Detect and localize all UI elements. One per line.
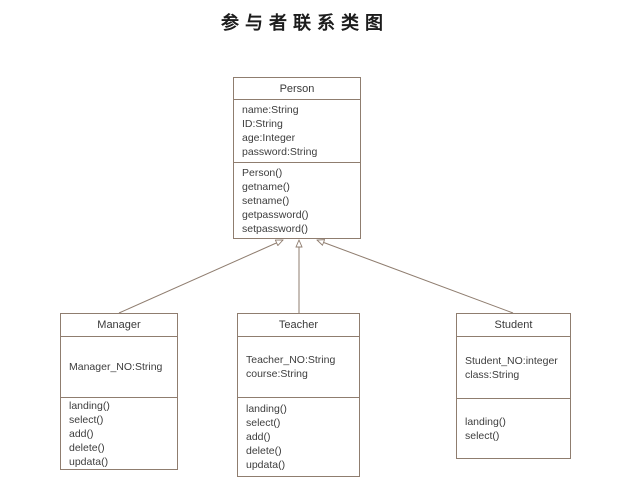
member-line: Student_NO:integer — [465, 354, 558, 367]
member-line: Teacher_NO:String — [246, 354, 336, 366]
member-line: select() — [246, 417, 281, 429]
member-line: class:String — [465, 368, 520, 381]
member-line: course:String — [246, 368, 308, 380]
member-line: Manager_NO:String — [69, 361, 163, 373]
member-line: age:Integer — [242, 132, 296, 144]
class-name: Student — [457, 314, 570, 337]
member-line: setname() — [242, 194, 290, 207]
member-line: select() — [69, 413, 104, 426]
member-line: select() — [465, 429, 500, 442]
member-line: delete() — [69, 441, 105, 454]
class-methods: Person()getname()setname()getpassword()s… — [234, 163, 360, 238]
member-line: updata() — [246, 459, 286, 471]
member-line: updata() — [69, 455, 109, 468]
class-methods: landing()select()add()delete()updata() — [61, 398, 177, 469]
class-name: Teacher — [238, 314, 359, 337]
member-line: getpassword() — [242, 208, 309, 221]
member-line: add() — [246, 431, 271, 443]
member-line: getname() — [242, 180, 290, 193]
member-line: password:String — [242, 146, 318, 158]
class-attributes: Teacher_NO:String course:String — [238, 337, 359, 398]
generalization-arrow-manager-to-person — [118, 240, 283, 314]
member-line: setpassword() — [242, 222, 308, 235]
class-name: Person — [234, 78, 360, 100]
member-line: landing() — [246, 403, 287, 415]
member-line: Person() — [242, 166, 283, 179]
member-line: name:String — [242, 104, 299, 116]
diagram-title: 参与者联系类图 — [221, 13, 389, 33]
class-box-teacher: Teacher Teacher_NO:String course:String l… — [237, 313, 360, 477]
class-box-manager: Manager Manager_NO:String landing()selec… — [60, 313, 178, 470]
member-line: ID:String — [242, 118, 283, 130]
generalization-arrow-student-to-person — [317, 240, 514, 314]
class-attributes: Manager_NO:String — [61, 337, 177, 398]
member-line: landing() — [465, 415, 506, 428]
class-name: Manager — [61, 314, 177, 337]
class-methods: landing()select() — [457, 399, 570, 458]
member-line: landing() — [69, 399, 110, 412]
class-methods: landing() select() add() delete() updata() — [238, 398, 359, 476]
member-line: delete() — [246, 445, 282, 457]
member-line: add() — [69, 427, 94, 440]
